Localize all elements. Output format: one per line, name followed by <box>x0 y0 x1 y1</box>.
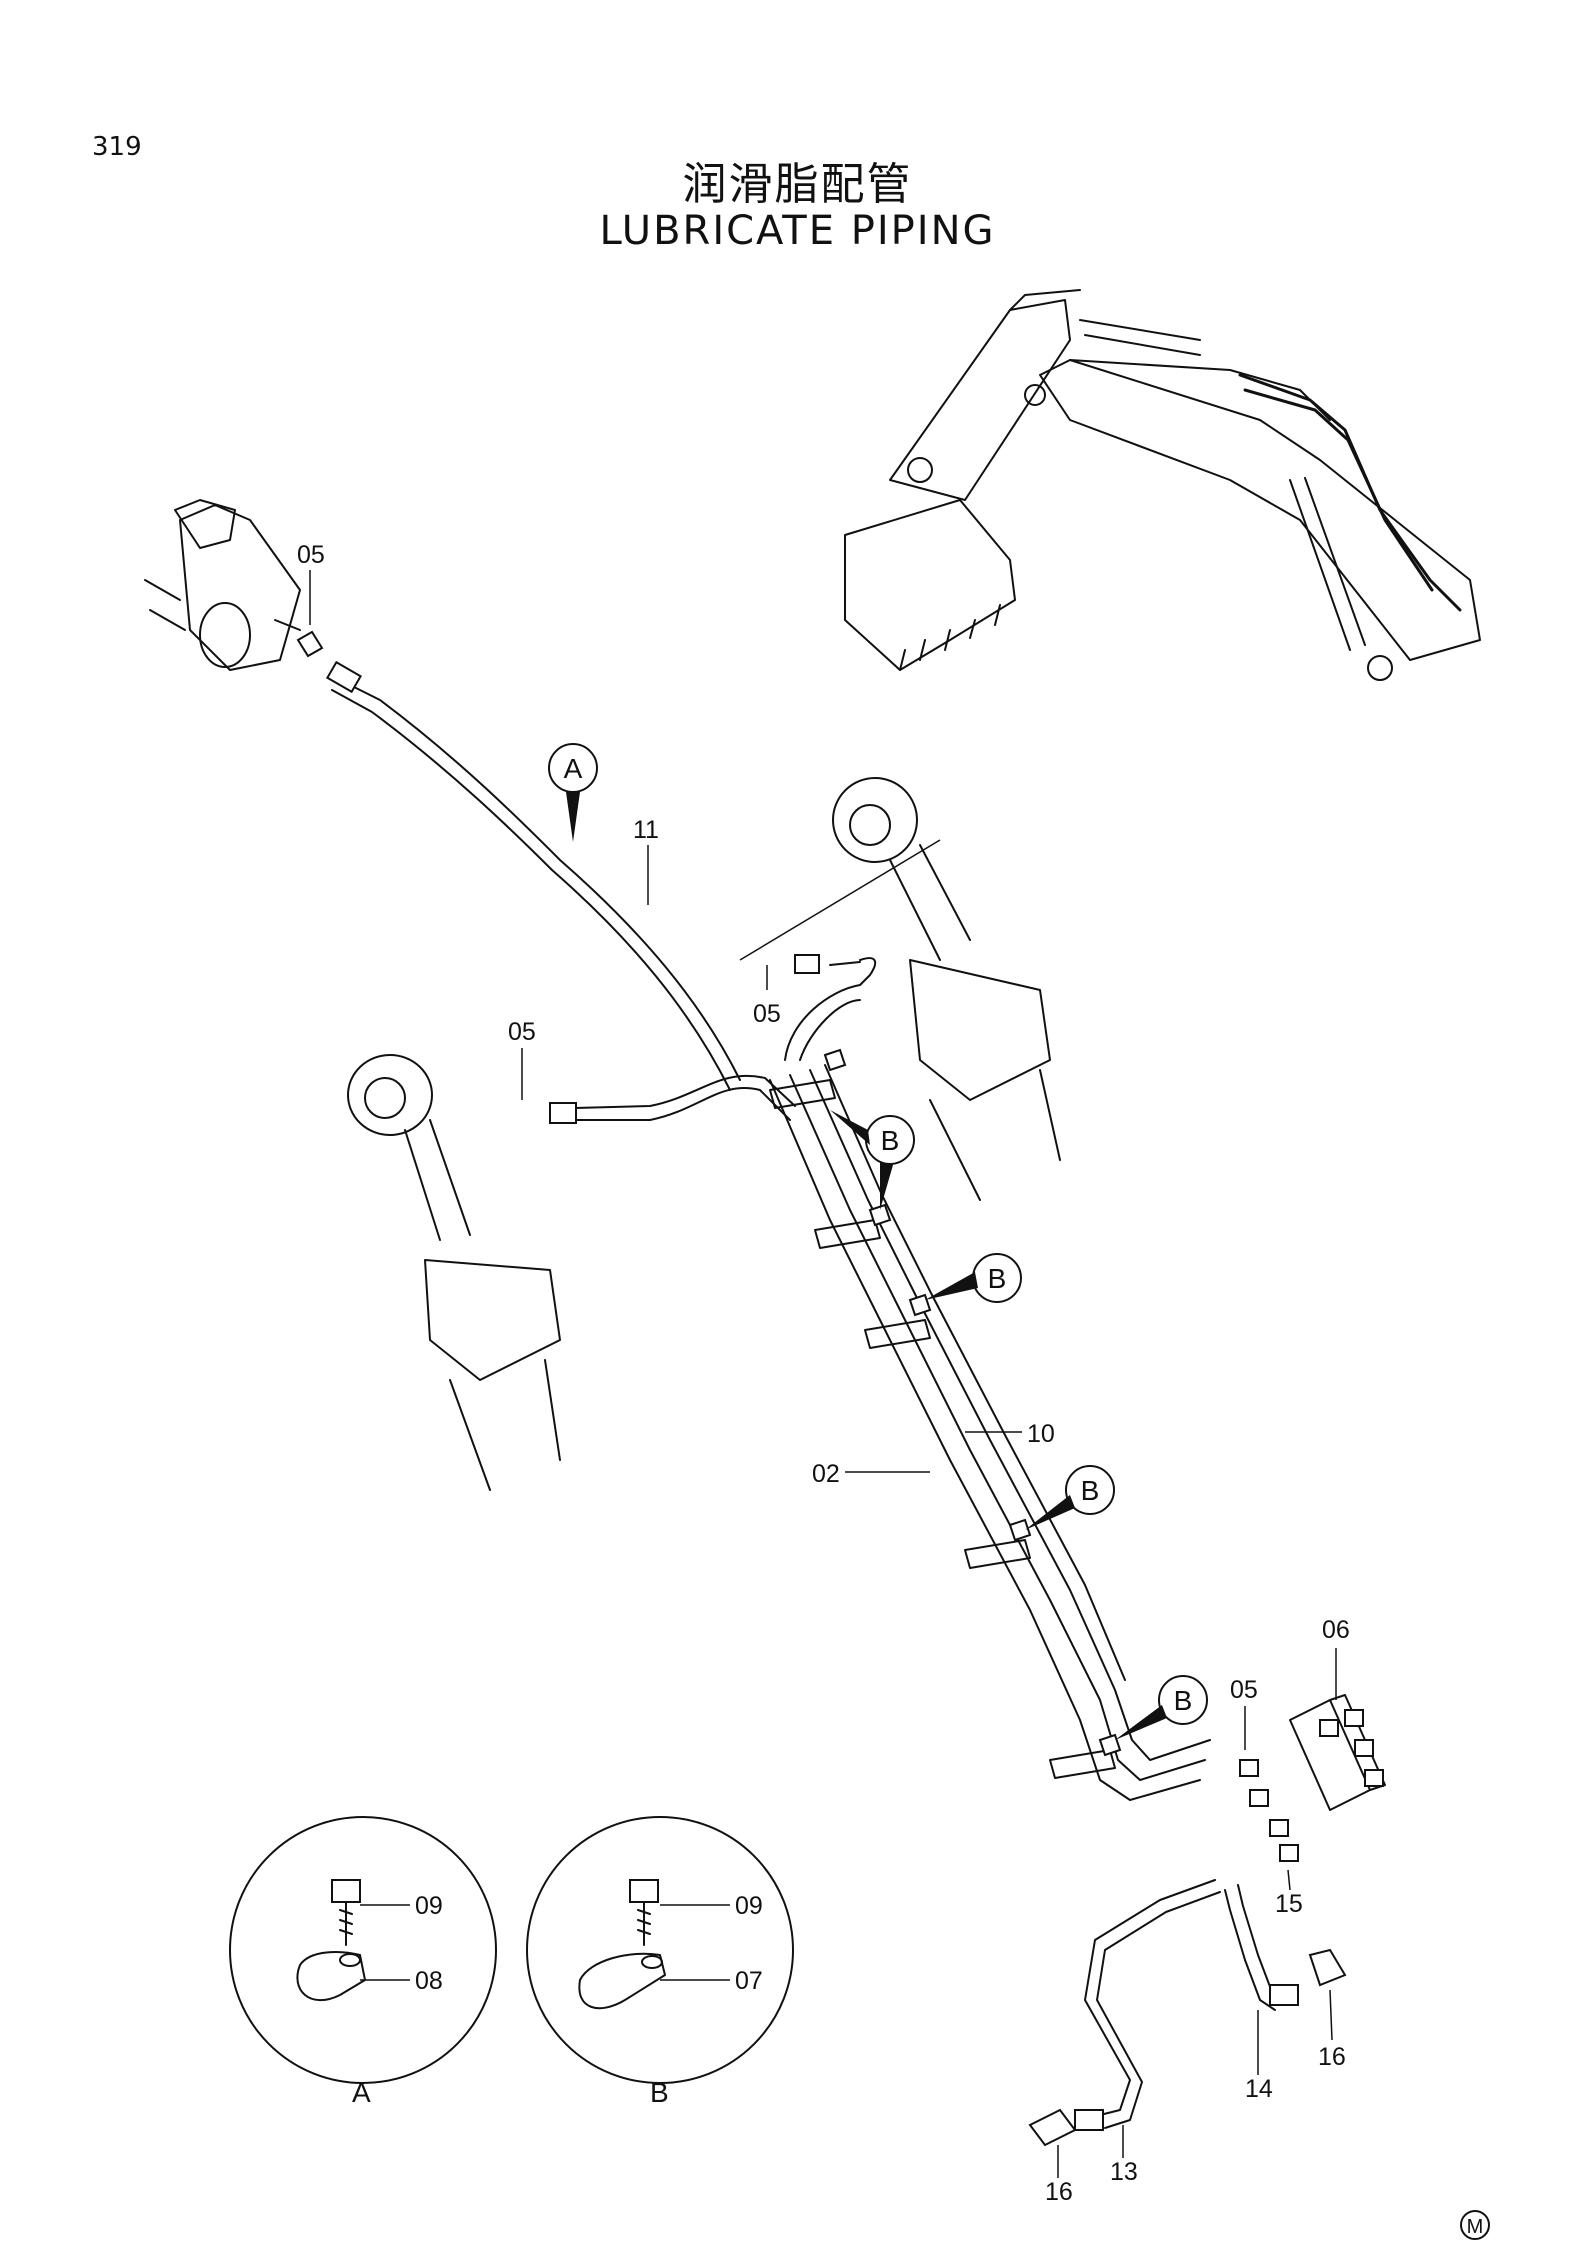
page-title-chinese: 润滑脂配管 <box>682 159 913 210</box>
callout-a-text: A <box>564 753 583 784</box>
callout-b-3: B <box>1025 1465 1115 1530</box>
detail-view-a <box>229 1816 497 2084</box>
hose-14 <box>1224 1884 1347 2011</box>
callout-b-4: B <box>1115 1675 1208 1740</box>
detail-a-caption: A <box>352 2077 371 2108</box>
detail-b-caption: B <box>650 2077 669 2108</box>
part-label-13: 13 <box>1110 2158 1138 2186</box>
part-label-15: 15 <box>1275 1890 1303 1918</box>
part-label-16-right: 16 <box>1318 2043 1346 2071</box>
callout-b-2: B <box>925 1253 1022 1303</box>
m-mark-text: M <box>1467 2216 1484 2238</box>
callout-b-text-1: B <box>881 1125 900 1156</box>
grease-fitting-05-top <box>296 630 324 658</box>
hose-clamps <box>769 1048 1122 1779</box>
part-label-02: 02 <box>812 1460 840 1488</box>
part-label-05-right: 05 <box>1230 1676 1258 1704</box>
callout-b-text-4: B <box>1174 1685 1193 1716</box>
callout-b-text-2: B <box>988 1263 1007 1294</box>
part-label-07: 07 <box>735 1967 763 1995</box>
part-label-09-b: 09 <box>735 1892 763 1920</box>
part-label-09-a: 09 <box>415 1892 443 1920</box>
part-label-05-mid: 05 <box>753 1000 781 1028</box>
page-number: 319 <box>92 132 142 162</box>
part-label-10: 10 <box>1027 1420 1055 1448</box>
callout-b-1: B <box>830 1110 915 1210</box>
part-label-16-bottom: 16 <box>1045 2178 1073 2206</box>
hose-to-cylinder-right <box>784 954 877 1061</box>
hose-13 <box>1028 1879 1221 2147</box>
callout-b-text-3: B <box>1081 1475 1100 1506</box>
m-mark: M <box>1460 2210 1490 2240</box>
part-label-05-top-left: 05 <box>297 541 325 569</box>
grease-manifold-06 <box>1239 1694 1386 1862</box>
hose-bundle-02-10 <box>769 1064 1211 1801</box>
hose-11 <box>326 660 741 1091</box>
part-label-11: 11 <box>633 816 659 844</box>
arm-pin-boss <box>144 499 301 671</box>
arm-cylinder-left <box>347 1054 561 1491</box>
callout-a-top: A <box>548 743 598 842</box>
bucket-cylinder-upper <box>739 777 1061 1201</box>
part-label-14: 14 <box>1245 2075 1273 2103</box>
page-title-english: LUBRICATE PIPING <box>599 208 996 254</box>
detail-view-b <box>526 1816 794 2084</box>
excavator-overview-illustration <box>844 289 1481 681</box>
part-label-06: 06 <box>1322 1616 1350 1644</box>
part-label-05-left: 05 <box>508 1018 536 1046</box>
hose-to-cylinder-left <box>549 1074 796 1124</box>
part-label-08: 08 <box>415 1967 443 1995</box>
